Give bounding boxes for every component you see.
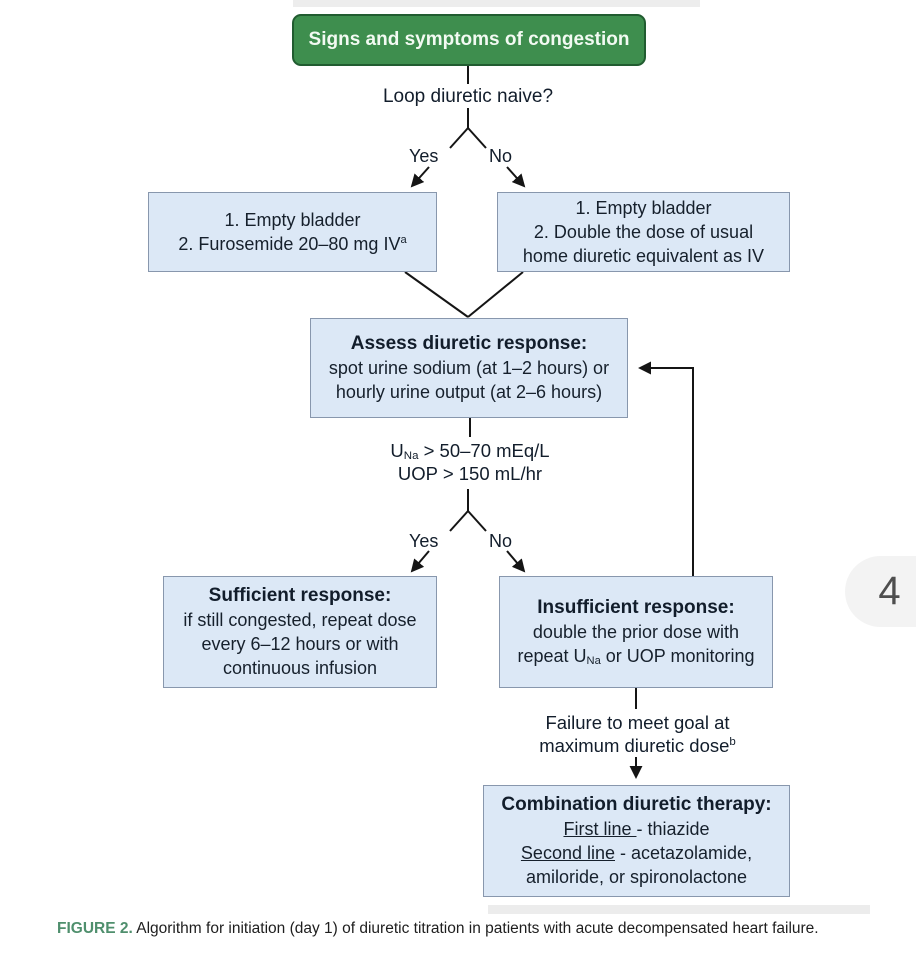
page-number: 4 <box>878 569 901 613</box>
box-not-naive-line1: 1. Empty bladder <box>575 198 712 218</box>
box-combination-line3: Second line - acetazolamide, <box>520 843 753 863</box>
box-insufficient-line2: double the prior dose with <box>532 622 740 642</box>
footnote-marker-b: b <box>729 735 736 748</box>
box-assess-line2: spot urine sodium (at 1–2 hours) or <box>328 358 610 378</box>
adjacent-page-edge-top <box>293 0 700 7</box>
failure-note-line1: Failure to meet goal at <box>545 712 730 733</box>
criteria-text: UNa > 50–70 mEq/L UOP > 150 mL/hr <box>340 439 600 485</box>
box-not-diuretic-naive: 1. Empty bladder 2. Double the dose of u… <box>497 192 790 272</box>
page-number-badge: 4 <box>845 556 916 627</box>
box-sufficient-line3: every 6–12 hours or with <box>201 634 399 654</box>
branch-label-no-1: No <box>489 146 513 166</box>
box-combination-line2: First line - thiazide <box>563 819 710 839</box>
failure-note: Failure to meet goal at maximum diuretic… <box>500 711 775 757</box>
start-node-congestion: Signs and symptoms of congestion <box>292 14 646 66</box>
start-node-label: Signs and symptoms of congestion <box>308 29 630 50</box>
criteria-una: UNa > 50–70 mEq/L <box>390 440 550 463</box>
footnote-marker-a: a <box>400 234 407 246</box>
box-diuretic-naive-line1: 1. Empty bladder <box>224 210 361 230</box>
box-sufficient-title: Sufficient response: <box>208 585 392 606</box>
box-combination-therapy: Combination diuretic therapy: First line… <box>483 785 790 897</box>
adjacent-page-edge-bottom <box>488 905 870 914</box>
question-loop-diuretic-naive: Loop diuretic naive? <box>382 86 554 107</box>
branch-label-yes-2: Yes <box>409 531 439 551</box>
branch-label-yes-1: Yes <box>409 146 439 166</box>
branch-label-no-2: No <box>489 531 513 551</box>
box-diuretic-naive-line2: 2. Furosemide 20–80 mg IVa <box>178 234 407 254</box>
criteria-uop: UOP > 150 mL/hr <box>397 463 543 484</box>
box-sufficient-response: Sufficient response: if still congested,… <box>163 576 437 688</box>
box-sufficient-line2: if still congested, repeat dose <box>183 610 417 630</box>
box-insufficient-response: Insufficient response: double the prior … <box>499 576 773 688</box>
box-assess-response: Assess diuretic response: spot urine sod… <box>310 318 628 418</box>
box-diuretic-naive: 1. Empty bladder 2. Furosemide 20–80 mg … <box>148 192 437 272</box>
figure-caption-label: FIGURE 2. <box>57 920 133 937</box>
box-assess-title: Assess diuretic response: <box>350 333 588 354</box>
box-not-naive-line3: home diuretic equivalent as IV <box>522 246 765 266</box>
failure-note-line2: maximum diuretic doseb <box>539 735 736 756</box>
figure-caption: FIGURE 2. Algorithm for initiation (day … <box>57 918 877 939</box>
box-insufficient-title: Insufficient response: <box>537 597 735 618</box>
box-assess-line3: hourly urine output (at 2–6 hours) <box>335 382 603 402</box>
box-insufficient-line3: repeat UNa or UOP monitoring <box>517 646 755 667</box>
figure-caption-text: Algorithm for initiation (day 1) of diur… <box>132 920 819 937</box>
box-not-naive-line2: 2. Double the dose of usual <box>533 222 754 242</box>
box-combination-title: Combination diuretic therapy: <box>501 794 772 815</box>
box-combination-line4: amiloride, or spironolactone <box>525 867 748 887</box>
box-sufficient-line4: continuous infusion <box>222 658 378 678</box>
